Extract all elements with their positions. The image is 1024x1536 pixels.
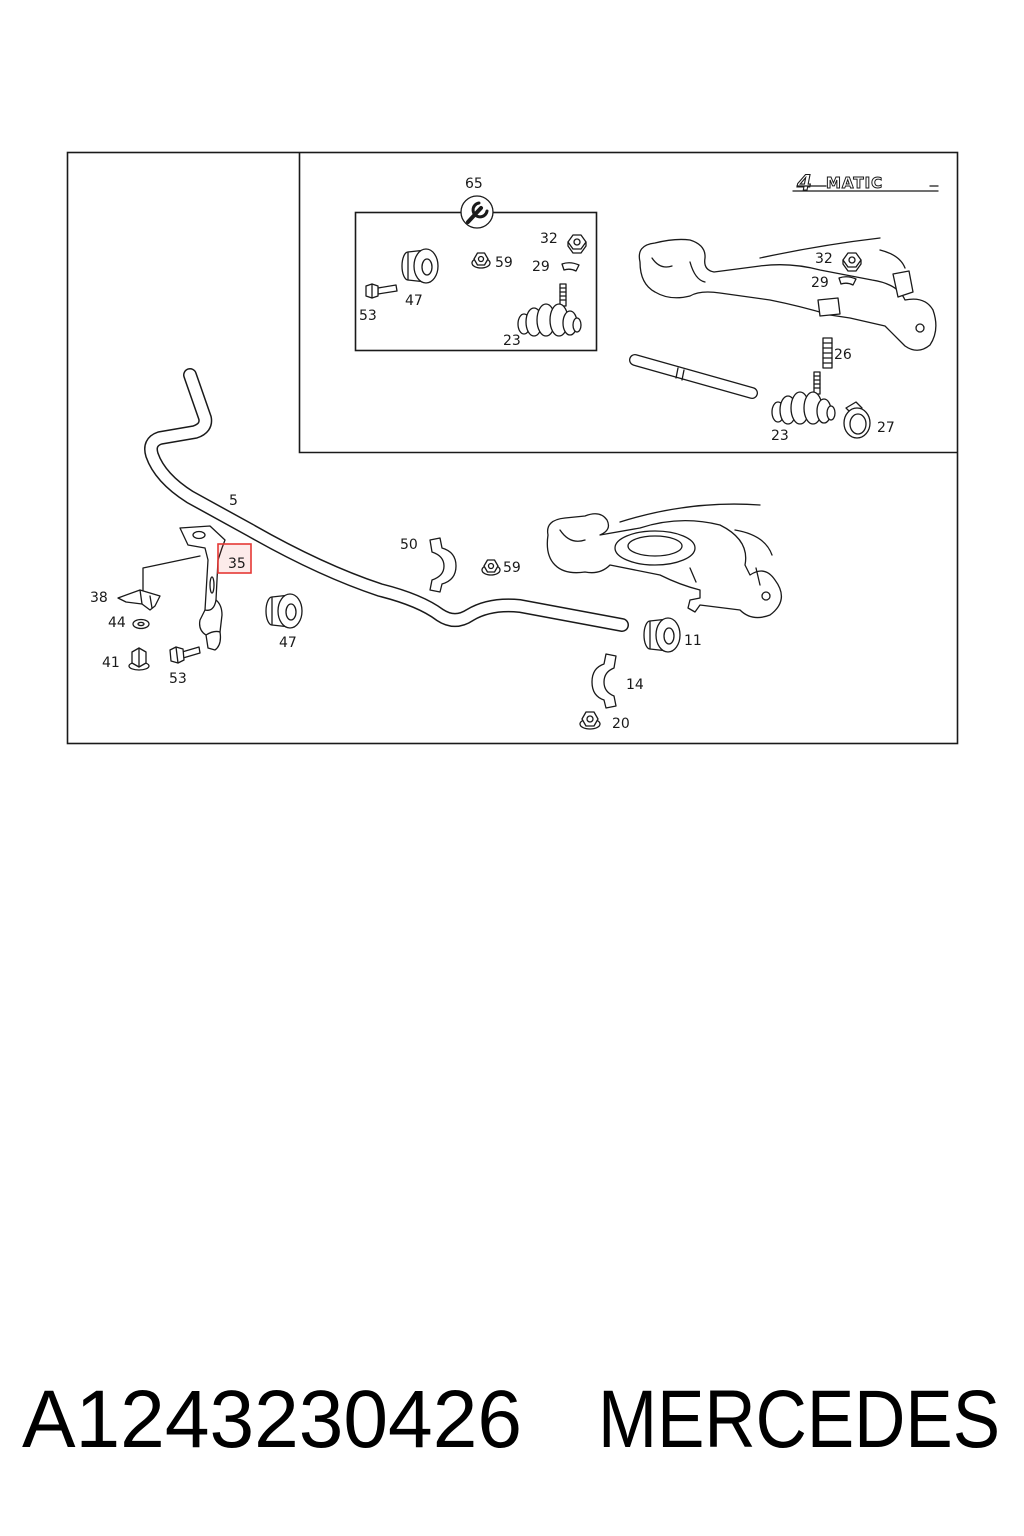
label-32: 32: [540, 231, 558, 247]
label-38: 38: [90, 590, 108, 606]
inset-clip-29-icon: [838, 276, 857, 286]
stud-26-icon: [822, 337, 833, 369]
clamp-27-icon: [843, 401, 871, 439]
nut-32-icon: [567, 234, 587, 254]
bracket-35-icon: [179, 525, 226, 651]
clip-29-icon: [561, 262, 580, 272]
stabilizer-bar: [144, 368, 629, 632]
label-53: 53: [359, 308, 377, 324]
label-53-main: 53: [169, 671, 187, 687]
bolt-41-icon: [128, 647, 150, 671]
label-5: 5: [229, 493, 238, 509]
inset-nut-32-icon: [842, 252, 862, 272]
label-20: 20: [612, 716, 630, 732]
label-50: 50: [400, 537, 418, 553]
label-11: 11: [684, 633, 702, 649]
label-44: 44: [108, 615, 126, 631]
nut-20-icon: [579, 711, 601, 730]
hotspot-35[interactable]: 35: [217, 543, 252, 574]
bushing-47-main-icon: [265, 593, 303, 629]
bushing-47-icon: [401, 248, 439, 284]
clamp-14-icon: [591, 653, 617, 709]
bolt-53-icon: [365, 283, 398, 299]
nut-59-main-icon: [481, 559, 501, 576]
inset-label-32: 32: [815, 251, 833, 267]
bushing-11-icon: [643, 617, 681, 653]
label-59-main: 59: [503, 560, 521, 576]
part-number: A1243230426: [22, 1374, 522, 1465]
hotspot-35-box[interactable]: [217, 543, 252, 574]
logo-number: 4: [796, 171, 812, 195]
label-65: 65: [465, 176, 483, 192]
bolt-53-main-icon: [169, 646, 201, 664]
nut-59-icon: [471, 252, 491, 269]
ball-joint-23-icon: [517, 283, 582, 337]
diagram-frame: [66, 151, 959, 745]
label-41: 41: [102, 655, 120, 671]
inset-label-27: 27: [877, 420, 895, 436]
logo-underline: [792, 185, 939, 192]
inset-frame: [298, 152, 958, 454]
bracket-38-icon: [117, 555, 201, 611]
label-29: 29: [532, 259, 550, 275]
inset-label-23: 23: [771, 428, 789, 444]
clamp-50-icon: [429, 537, 457, 593]
label-47: 47: [405, 293, 423, 309]
label-14: 14: [626, 677, 644, 693]
wrench-icon: [460, 195, 494, 229]
label-47-main: 47: [279, 635, 297, 651]
inset-control-arm: [638, 237, 937, 351]
label-35[interactable]: 35: [228, 556, 246, 572]
label-59: 59: [495, 255, 513, 271]
inset-ball-joint-23-icon: [771, 371, 836, 425]
main-control-arm: [546, 503, 782, 619]
washer-44-icon: [132, 618, 150, 630]
inset-label-29: 29: [811, 275, 829, 291]
4matic-logo: 4 MATIC: [792, 170, 939, 196]
logo-word: MATIC: [826, 174, 883, 192]
label-23: 23: [503, 333, 521, 349]
brand-name: MERCEDES: [598, 1374, 1000, 1465]
inset-tie-rod: [629, 354, 758, 399]
inset-label-26: 26: [834, 347, 852, 363]
